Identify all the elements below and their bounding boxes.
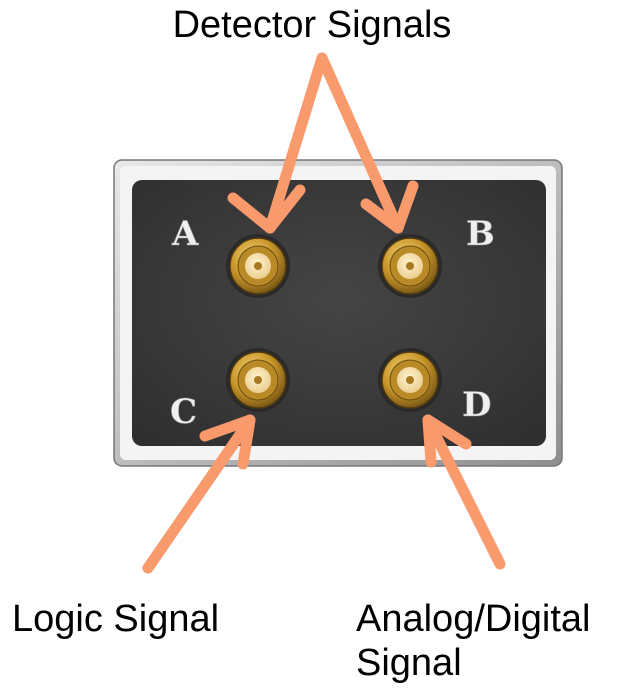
analog-caption-line2: Signal xyxy=(356,641,462,684)
connector-label-b: B xyxy=(466,214,495,254)
arrow-detector-to-a xyxy=(227,52,328,234)
connector-d xyxy=(378,348,442,412)
arrow-logic-to-c xyxy=(142,414,256,574)
connector-b xyxy=(378,234,442,298)
arrow-analog-to-d xyxy=(422,414,506,570)
logic-signal-caption: Logic Signal xyxy=(12,598,220,640)
connector-a xyxy=(226,234,290,298)
analog-digital-signal-caption: Analog/Digital Signal xyxy=(356,598,590,685)
connector-label-c: C xyxy=(170,392,197,432)
arrow-detector-to-b xyxy=(316,52,419,234)
connector-c xyxy=(226,348,290,412)
connector-label-d: D xyxy=(462,385,491,425)
detector-signals-caption: Detector Signals xyxy=(172,4,452,46)
connector-label-a: A xyxy=(171,214,199,254)
analog-caption-line1: Analog/Digital xyxy=(356,598,591,640)
